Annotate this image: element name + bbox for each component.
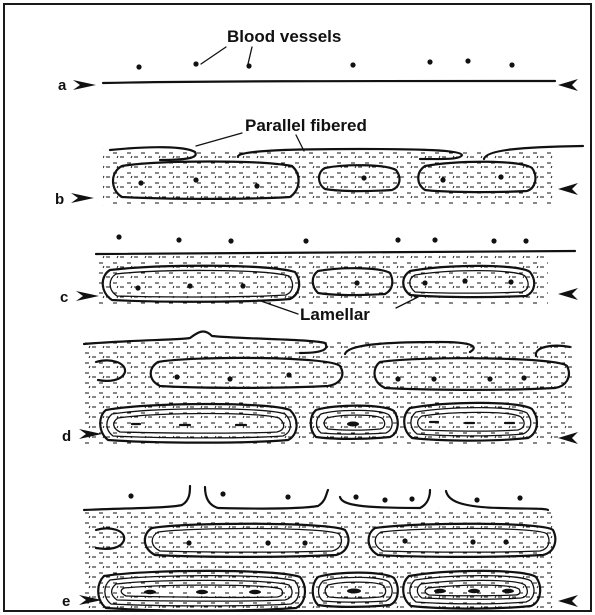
stage-d-label: d bbox=[62, 428, 71, 445]
parallel-fibered-leader-1 bbox=[196, 133, 242, 146]
blood-vessel-dots bbox=[136, 58, 514, 69]
stage-b: b bbox=[55, 146, 583, 208]
blood-vessels-leader-2 bbox=[248, 47, 252, 64]
stage-c-left-arrow bbox=[76, 291, 99, 301]
blood-vessels-label: Blood vessels bbox=[227, 27, 341, 46]
stage-e: e bbox=[62, 486, 578, 612]
bone-surface-line bbox=[103, 81, 555, 83]
stage-a-label: a bbox=[58, 77, 67, 94]
stage-e-label: e bbox=[62, 593, 70, 610]
stage-c: c bbox=[60, 234, 578, 306]
stage-a-right-arrow bbox=[558, 79, 578, 91]
stage-e-right-arrow bbox=[558, 595, 578, 607]
stage-a-left-arrow bbox=[73, 80, 96, 90]
stage-d: d bbox=[62, 332, 578, 446]
lamellar-label: Lamellar bbox=[300, 305, 370, 324]
stage-b-label: b bbox=[55, 191, 64, 208]
stage-c-right-arrow bbox=[558, 288, 578, 300]
stage-b-right-arrow bbox=[558, 183, 578, 195]
stage-b-left-arrow bbox=[71, 193, 94, 203]
stage-a: a bbox=[58, 58, 578, 94]
blood-vessels-leader-1 bbox=[201, 47, 226, 64]
stage-c-label: c bbox=[60, 289, 68, 306]
parallel-fibered-label: Parallel fibered bbox=[245, 116, 367, 135]
